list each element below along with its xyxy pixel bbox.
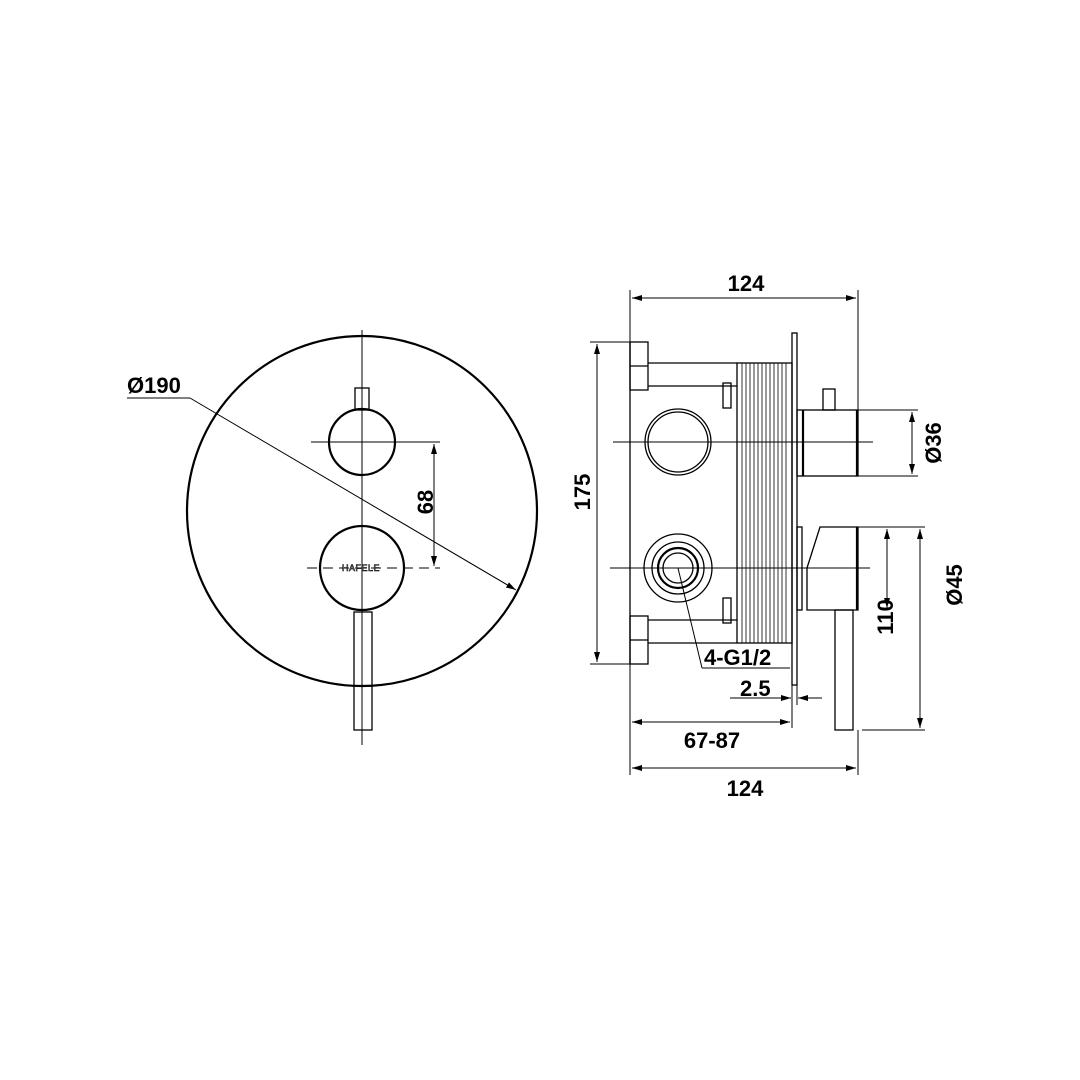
dim-67-87-label: 67-87 <box>684 728 740 753</box>
wall-plate <box>791 332 798 686</box>
dim-36-label: Ø36 <box>921 422 946 464</box>
g12-leader <box>677 567 703 669</box>
slot-upper <box>722 382 732 409</box>
threaded-housing <box>736 362 793 644</box>
front-view: HAFELE 68 Ø190 <box>127 330 539 745</box>
slot-lower <box>722 597 732 624</box>
diverter-spindle <box>796 409 859 477</box>
dim-175-label: 175 <box>570 474 595 511</box>
g12-label: 4-G1/2 <box>704 645 771 670</box>
dim-68-label: 68 <box>413 490 438 514</box>
dim-110-label: 110 <box>873 599 898 635</box>
dim-190-label: Ø190 <box>127 373 181 398</box>
handle-base <box>796 526 803 611</box>
dim-124-top-label: 124 <box>728 271 765 296</box>
dim-124-bottom-label: 124 <box>727 776 764 801</box>
diverter-pin-side <box>822 388 836 411</box>
side-view: 124 175 Ø36 110 Ø45 4-G1/2 2.5 67-87 124 <box>570 271 967 801</box>
handle-body <box>806 526 859 611</box>
dim-190-leader <box>189 397 517 591</box>
logo: HAFELE <box>342 563 380 573</box>
dim-45-label: Ø45 <box>942 564 967 606</box>
handle-lever <box>834 609 854 731</box>
thread-ribs <box>741 363 787 643</box>
dim-2-5-label: 2.5 <box>740 676 771 701</box>
mixer-lever <box>353 611 373 731</box>
